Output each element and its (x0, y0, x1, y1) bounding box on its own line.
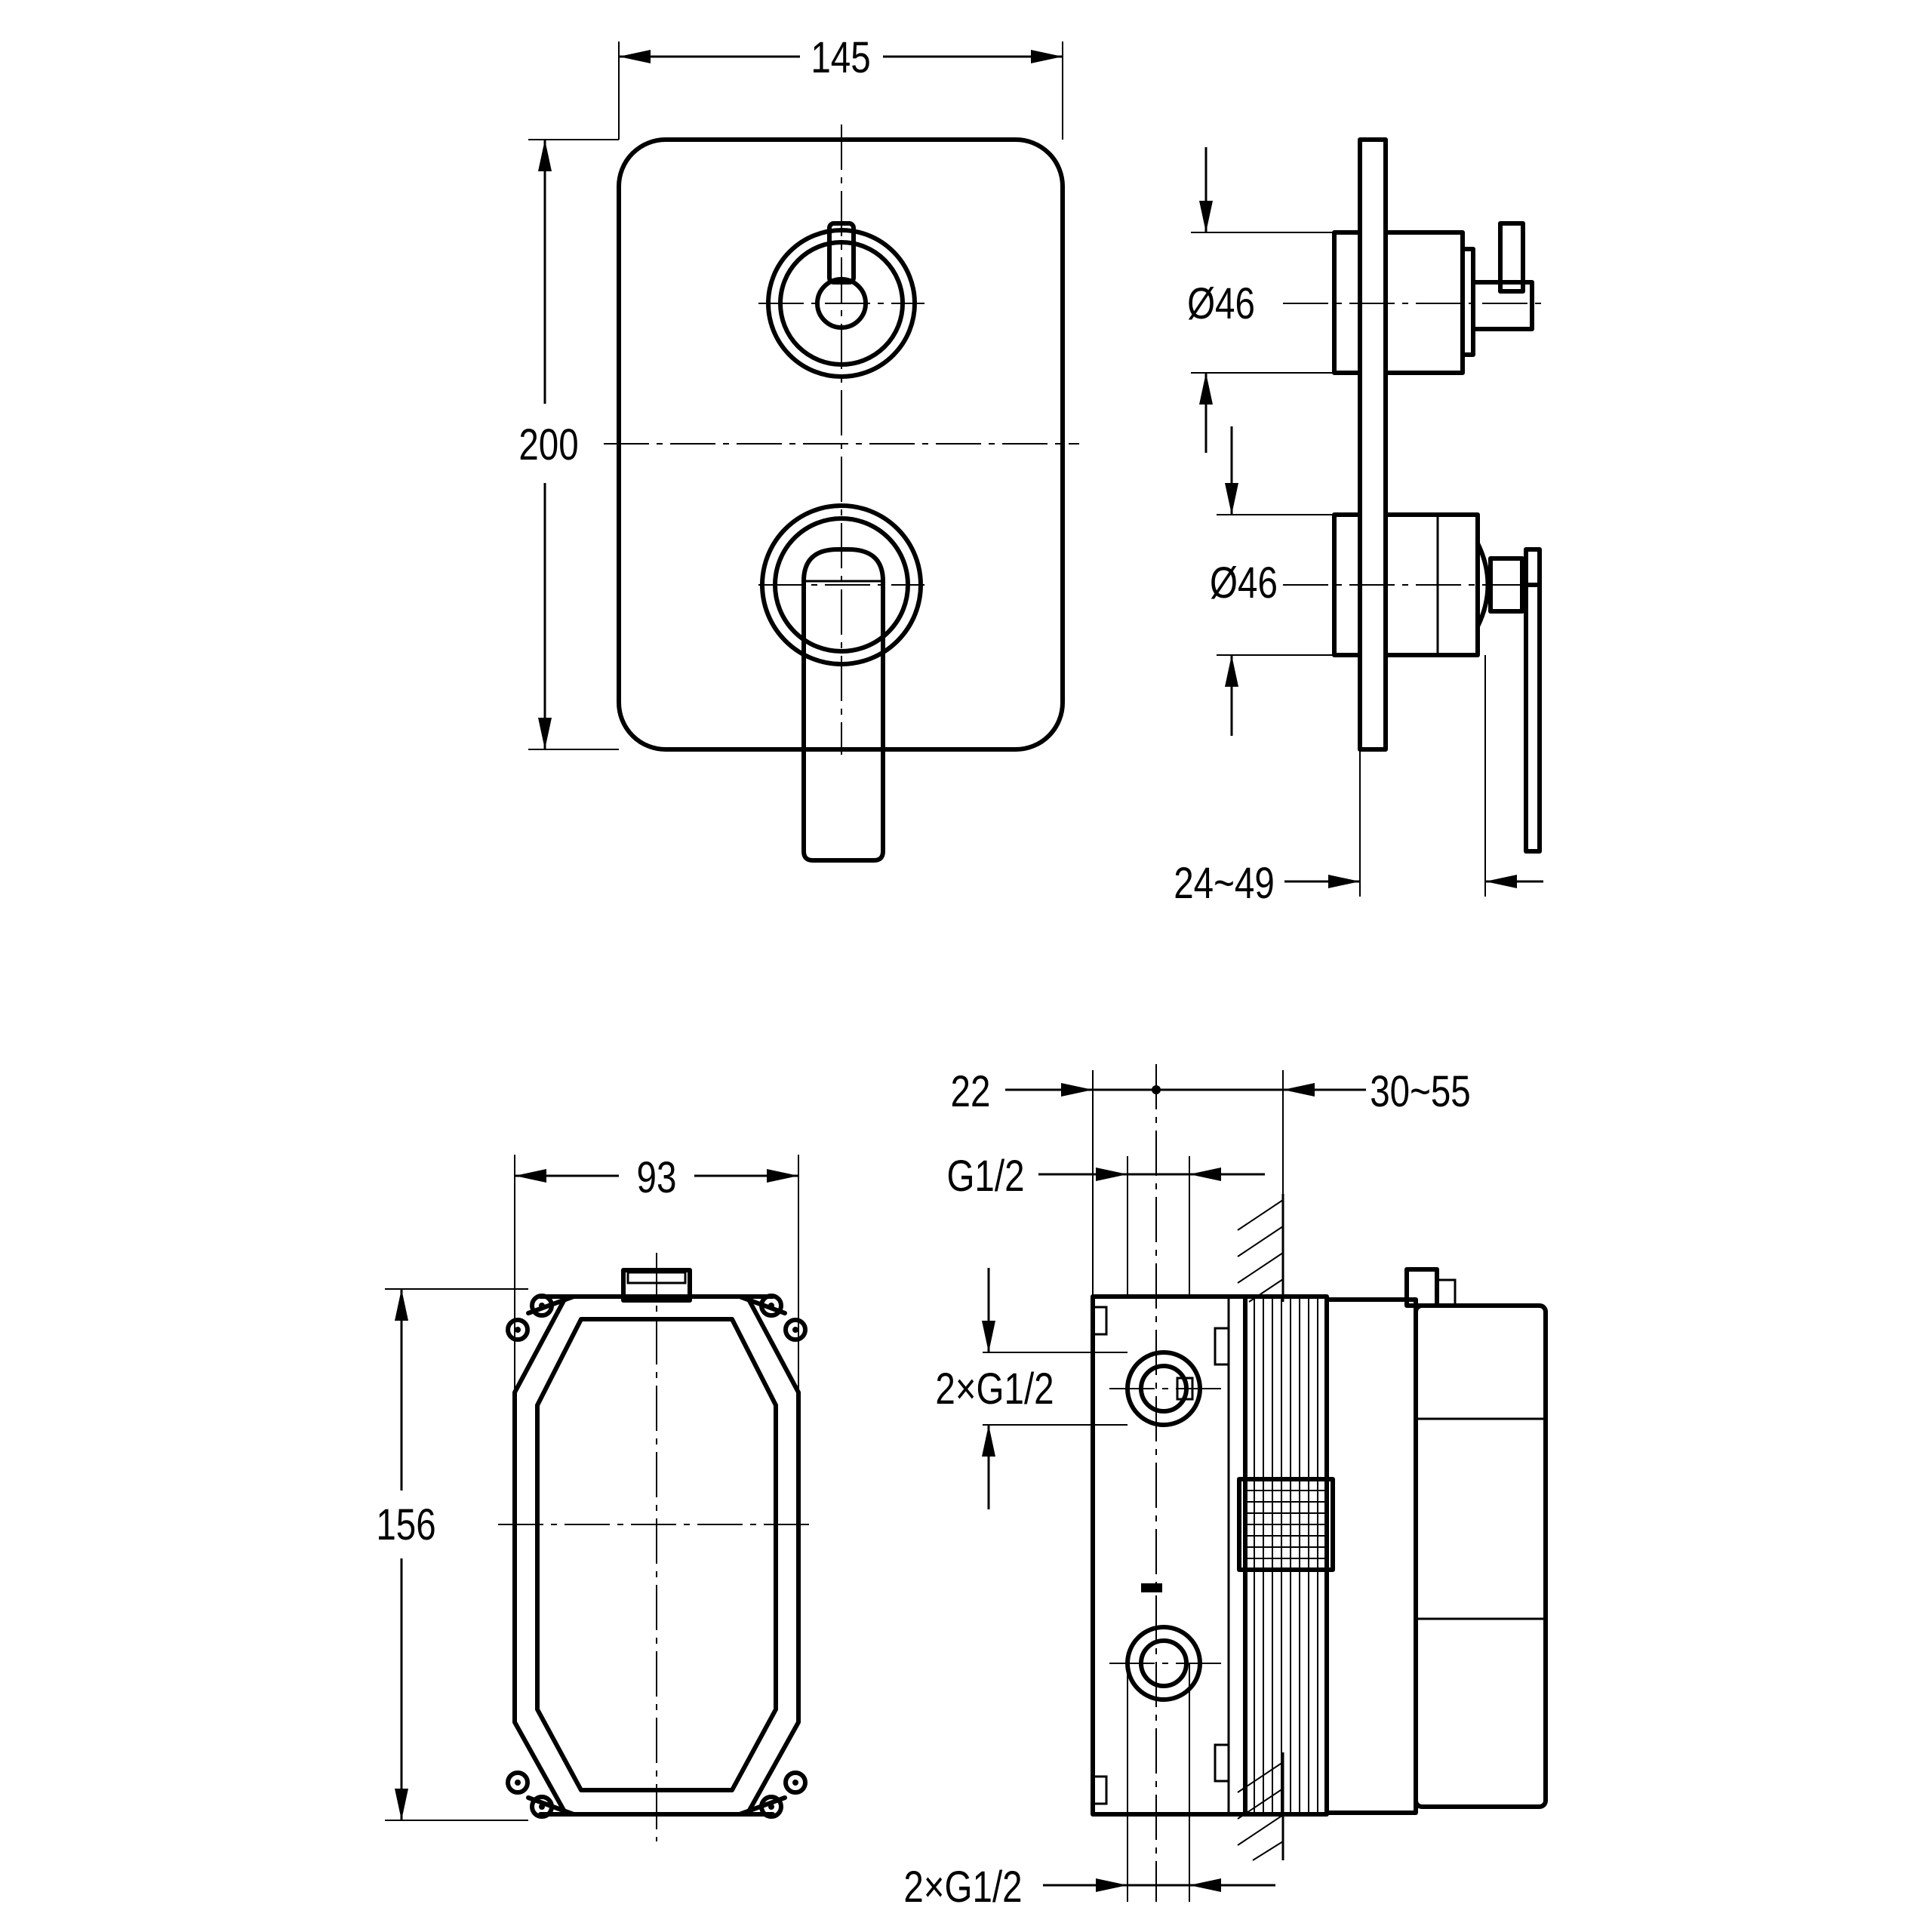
label-22: 22 (951, 1068, 991, 1117)
flow-marking (1141, 1583, 1162, 1592)
label-diameter-top: Ø46 (1187, 280, 1255, 329)
label-g12-top: G1/2 (946, 1152, 1024, 1201)
dimension-projection: 24~49 (1174, 655, 1543, 908)
label-2xg12-side: 2×G1/2 (935, 1365, 1054, 1414)
dimension-depth: 22 30~55 (951, 1068, 1471, 1297)
label-156: 156 (376, 1501, 435, 1550)
mixer-lever-side (1283, 512, 1547, 854)
dimension-thread-bottom: 2×G1/2 (903, 1663, 1275, 1912)
label-diameter-bottom: Ø46 (1210, 559, 1278, 608)
diverter-knob (766, 221, 917, 379)
concealed-box-front-view: 93 156 (376, 1154, 815, 1841)
label-93: 93 (637, 1154, 677, 1203)
cover-plate-side-view: Ø46 Ø46 24~49 (1174, 137, 1547, 908)
label-145: 145 (811, 34, 870, 83)
dimension-cover-height: 200 (518, 139, 619, 750)
diverter-knob-side (1283, 221, 1547, 375)
concealed-box-side-view: 22 30~55 G1/2 2×G1/2 (903, 1064, 1548, 1912)
dimension-thread-side: 2×G1/2 (935, 1268, 1128, 1509)
dimension-cover-width: 145 (618, 34, 1063, 140)
mixer-lever (760, 503, 923, 863)
protective-cap (1324, 1267, 1548, 1815)
label-projection: 24~49 (1174, 860, 1275, 909)
valve-body (1091, 1294, 1247, 1817)
dimension-diameter-bottom: Ø46 (1210, 426, 1334, 736)
dimension-thread-top: G1/2 (946, 1152, 1265, 1297)
dimension-box-width: 93 (514, 1154, 799, 1392)
cover-plate-front-view: 145 200 (518, 34, 1079, 863)
extension-sleeve (1237, 1294, 1335, 1817)
box-inner-outline (535, 1317, 778, 1792)
label-2xg12-bottom: 2×G1/2 (903, 1863, 1022, 1912)
label-30-55: 30~55 (1370, 1068, 1471, 1117)
dimension-box-height: 156 (376, 1288, 528, 1821)
mounting-lugs (506, 1294, 808, 1819)
dimension-diameter-top: Ø46 (1187, 147, 1334, 453)
plate-edge (1358, 137, 1388, 752)
label-200: 200 (518, 421, 578, 470)
